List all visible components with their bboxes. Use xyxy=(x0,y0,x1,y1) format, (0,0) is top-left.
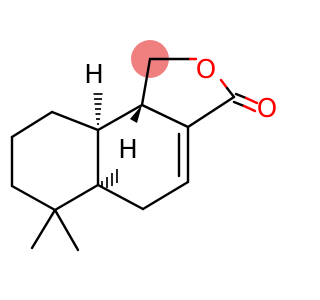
bond xyxy=(53,208,80,252)
hashed-wedge-upper xyxy=(93,93,103,125)
molecule-structure: O O H H xyxy=(10,40,277,252)
bond xyxy=(219,78,229,90)
bond xyxy=(140,57,152,107)
bond xyxy=(141,180,190,211)
carbonyl-bond xyxy=(242,104,257,113)
hydrogen-lower-label: H xyxy=(118,135,138,165)
bond xyxy=(53,183,100,212)
bond xyxy=(225,86,236,99)
hashed-wedge-lower xyxy=(101,169,118,188)
carbonyl-bond xyxy=(244,96,259,105)
bond xyxy=(50,110,100,132)
carbonyl-oxygen-label: O xyxy=(257,94,277,124)
carbonyl-bond xyxy=(232,100,246,108)
ring-oxygen-label: O xyxy=(196,55,216,85)
carbonyl-bond xyxy=(234,92,248,100)
bond xyxy=(96,183,145,211)
bond xyxy=(186,95,236,129)
wedge-bond-middle xyxy=(130,105,142,123)
hydrogen-upper-label: H xyxy=(84,60,104,90)
bond xyxy=(140,103,190,129)
bond xyxy=(10,110,54,139)
bond xyxy=(96,103,144,132)
bond xyxy=(30,208,57,250)
bond xyxy=(10,184,57,212)
